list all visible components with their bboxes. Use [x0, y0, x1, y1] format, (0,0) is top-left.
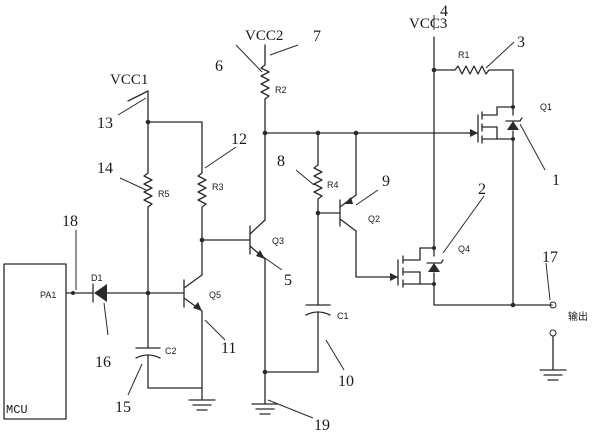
vcc3-branch [431, 36, 514, 249]
callout-8: 8 [277, 153, 285, 170]
q5-label: Q5 [209, 290, 221, 300]
vcc1-label: VCC1 [110, 72, 148, 88]
callout-4: 4 [440, 3, 448, 20]
callout-5: 5 [284, 272, 292, 289]
q3-label: Q3 [272, 236, 284, 246]
vcc1-branch [127, 90, 203, 171]
r5-label: R5 [158, 189, 170, 199]
c2-label: C2 [165, 346, 177, 356]
d1-label: D1 [91, 273, 103, 283]
c1-capacitor [264, 304, 331, 373]
callout-3: 3 [517, 34, 525, 51]
q1-label: Q1 [540, 102, 552, 112]
callout-1: 1 [552, 172, 560, 189]
mcu-label: MCU [6, 403, 28, 417]
c2-capacitor [135, 347, 203, 389]
r4-resistor [313, 132, 341, 306]
callout-2: 2 [478, 181, 486, 198]
vcc2-branch [260, 44, 270, 221]
r3-label: R3 [212, 182, 224, 192]
c1-label: C1 [337, 311, 349, 321]
q2-transistor [339, 132, 399, 281]
callout-17: 17 [542, 249, 558, 266]
r4-label: R4 [327, 180, 339, 190]
callout-19: 19 [314, 417, 330, 433]
r1-label: R1 [458, 50, 470, 60]
callout-12: 12 [231, 131, 247, 148]
output-node [433, 301, 567, 381]
callout-15: 15 [115, 399, 131, 416]
q2-label: Q2 [368, 214, 380, 224]
vcc3-label: VCC3 [409, 16, 447, 32]
callout-14: 14 [97, 160, 113, 177]
callout-9: 9 [382, 173, 390, 190]
callout-6: 6 [215, 58, 223, 75]
ground-q5 [188, 399, 216, 411]
mcu-block: MCU PA1 [3, 263, 67, 420]
callout-10: 10 [338, 373, 354, 390]
callout-13: 13 [97, 115, 113, 132]
callout-7: 7 [313, 28, 321, 45]
d1-diode [87, 283, 149, 303]
q1-mosfet [469, 105, 523, 306]
q4-mosfet [397, 246, 444, 306]
callout-leaders [75, 15, 551, 419]
vcc2-label: VCC2 [245, 28, 283, 44]
r5-resistor [143, 169, 153, 241]
callout-16: 16 [95, 354, 111, 371]
r2-label: R2 [275, 85, 287, 95]
q3-transistor [249, 219, 266, 401]
q4-label: Q4 [458, 244, 470, 254]
ground-main [251, 399, 279, 415]
callout-18: 18 [62, 213, 78, 230]
r3-resistor [197, 169, 207, 276]
mcu-pin-label: PA1 [40, 290, 56, 300]
output-label: 输出 [568, 310, 588, 323]
callout-11: 11 [221, 340, 236, 357]
q5-transistor [147, 274, 203, 401]
